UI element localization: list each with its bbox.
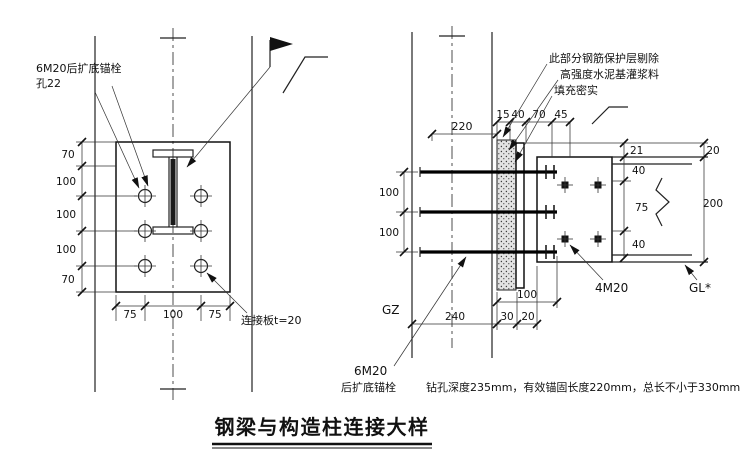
anchor-rods xyxy=(419,165,557,259)
steel-beam xyxy=(612,156,708,263)
section-cut-symbol xyxy=(282,56,328,94)
grout-layer xyxy=(496,139,517,291)
weld-flag-symbol xyxy=(186,37,293,168)
dim-label: 20 xyxy=(521,311,534,323)
dim-ticks xyxy=(77,137,87,297)
title-block: 钢梁与构造柱连接大样 xyxy=(212,415,432,449)
leader-line xyxy=(514,95,553,163)
embedded-plate xyxy=(515,142,525,289)
dim-label: 75 xyxy=(123,309,136,321)
dim-label: 100 xyxy=(163,309,183,321)
beam-label: GL* xyxy=(689,281,711,295)
drawing-title: 钢梁与构造柱连接大样 xyxy=(215,415,430,439)
dim-ticks xyxy=(492,117,575,127)
dim-label: 21 xyxy=(630,145,643,157)
dim-220-lines xyxy=(431,133,497,141)
dim-label: 40 xyxy=(511,109,524,121)
leader-line xyxy=(94,91,140,189)
bolts-label: 4M20 xyxy=(595,281,628,295)
dim-label: 100 xyxy=(56,209,76,221)
section-cut-symbol xyxy=(591,106,628,125)
plate-label: 连接板t=20 xyxy=(241,313,302,327)
beam-end-plate xyxy=(536,156,613,263)
leader-line xyxy=(508,79,559,151)
leader-line xyxy=(111,85,149,187)
dim-ticks xyxy=(619,138,629,263)
bolt-mark xyxy=(557,177,573,193)
centerline-ticks xyxy=(160,37,186,390)
bolt-mark xyxy=(590,231,606,247)
dim-label: 40 xyxy=(632,239,645,251)
break-symbol xyxy=(655,177,670,227)
dim-ticks xyxy=(399,167,409,257)
rod-spacing-dim-lines xyxy=(396,171,418,253)
dim-label: 70 xyxy=(61,274,74,286)
anchor-label2: 后扩底锚栓 xyxy=(341,380,396,394)
left-view: 70 100 100 100 70 75 100 75 6M20后扩底锚栓 孔2… xyxy=(36,28,328,400)
dim-label: 40 xyxy=(632,165,645,177)
anchor-bolt-label: 6M20后扩底锚栓 xyxy=(36,61,122,75)
leader-line xyxy=(502,63,548,138)
dim-ticks xyxy=(699,138,709,267)
bottom-dim-extension-lines xyxy=(115,295,231,321)
anchor-bolts xyxy=(134,185,212,277)
anchor-note: 钻孔深度235mm，有效锚固长度220mm，总长不小于330mm xyxy=(426,380,740,394)
dim-label: 220 xyxy=(452,120,473,133)
dim-label: 70 xyxy=(61,149,74,161)
dim-label: 30 xyxy=(500,311,513,323)
leader-line xyxy=(684,264,698,281)
column-label: GZ xyxy=(382,303,400,317)
dim-label: 100 xyxy=(379,187,399,199)
steel-beam-section xyxy=(152,149,194,235)
dim-ticks xyxy=(111,301,235,311)
dim-label: 100 xyxy=(379,227,399,239)
leader-line xyxy=(393,256,467,367)
dim-label: 100 xyxy=(56,176,76,188)
dim-label: 15 xyxy=(496,109,509,121)
note-label: 高强度水泥基灌浆料 xyxy=(560,67,659,81)
dim-label: 200 xyxy=(703,198,723,210)
connection-bolts xyxy=(557,177,606,247)
bolt xyxy=(190,255,212,277)
nut-marks xyxy=(545,165,555,259)
bolt xyxy=(134,185,156,207)
dim-ticks xyxy=(407,297,562,329)
column-outline xyxy=(94,36,253,392)
bolt-mark xyxy=(590,177,606,193)
bolt xyxy=(190,220,212,242)
dim-label: 75 xyxy=(208,309,221,321)
anchor-label: 6M20 xyxy=(354,364,387,378)
bolt-mark xyxy=(557,231,573,247)
leader-line xyxy=(206,272,248,314)
note-label: 填充密实 xyxy=(554,83,598,97)
dim-ticks xyxy=(427,129,502,139)
dim-label: 20 xyxy=(706,145,719,157)
connection-plate xyxy=(115,141,231,293)
dim-label: 240 xyxy=(445,311,465,323)
right-view: 15 40 70 45 220 21 40 75 xyxy=(341,26,740,394)
anchor-hole-label: 孔22 xyxy=(36,77,61,90)
side-dim-lines xyxy=(524,142,708,258)
bolt xyxy=(134,255,156,277)
dim-label: 75 xyxy=(635,202,648,214)
dim-label: 100 xyxy=(517,289,537,301)
dim-label: 45 xyxy=(554,109,567,121)
bolt xyxy=(190,185,212,207)
leader-line xyxy=(569,244,604,281)
dim-label: 100 xyxy=(56,244,76,256)
note-label: 此部分钢筋保护层剔除 xyxy=(549,51,659,65)
weld-mark xyxy=(170,159,176,225)
bolt xyxy=(134,220,156,242)
column-outline xyxy=(411,32,493,358)
